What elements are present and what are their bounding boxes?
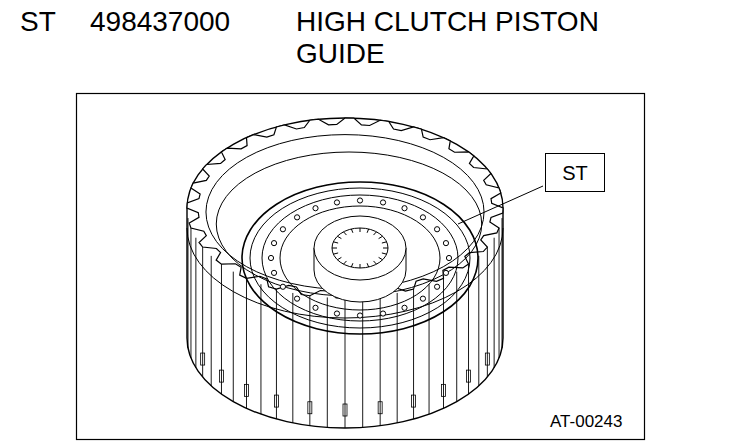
oil-hole	[434, 284, 439, 289]
piston-ring	[250, 188, 470, 328]
oil-hole	[294, 215, 299, 220]
hub-spline	[351, 229, 353, 233]
spline-slot	[485, 353, 489, 365]
spline-slot	[343, 404, 347, 416]
figure-frame	[77, 94, 645, 440]
oil-hole	[271, 241, 276, 246]
hub-spline	[337, 236, 341, 238]
callout-box: ST	[545, 153, 605, 192]
oil-hole	[434, 227, 439, 232]
oil-hole	[380, 200, 385, 205]
oil-hole	[271, 270, 276, 275]
hub-spline	[360, 228, 361, 232]
hub-spline	[333, 242, 338, 243]
oil-hole	[313, 206, 318, 211]
hub-spline	[344, 232, 347, 235]
header-text: HIGH CLUTCH PISTON GUIDE	[296, 6, 641, 70]
oil-hole	[357, 198, 362, 203]
spline-slot	[412, 395, 416, 407]
oil-hole	[420, 296, 425, 301]
spline-slot	[467, 370, 471, 382]
hub-bore	[332, 228, 388, 268]
drum-body	[187, 118, 503, 428]
hub-spline	[360, 264, 361, 268]
oil-hole	[402, 305, 407, 310]
hub-spline	[367, 229, 369, 233]
spline-slot	[244, 384, 248, 396]
callout-label: ST	[562, 163, 588, 183]
oil-hole	[294, 296, 299, 301]
spline-slot	[201, 353, 205, 365]
hub-spline	[382, 253, 387, 254]
spline-slot	[274, 395, 278, 407]
oil-hole	[402, 206, 407, 211]
hub-spline	[351, 263, 353, 267]
hub-top	[314, 216, 406, 280]
hub-spline	[332, 248, 337, 249]
spline-slot	[378, 402, 382, 414]
oil-hole	[357, 313, 362, 318]
hub-spline	[382, 242, 387, 243]
oil-hole	[280, 227, 285, 232]
piston-ring	[242, 182, 478, 334]
oil-hole	[334, 200, 339, 205]
leader-line	[458, 186, 543, 224]
hub-spline	[379, 257, 383, 259]
hub-spline	[367, 263, 369, 267]
hub-spline	[337, 257, 341, 259]
oil-hole	[280, 284, 285, 289]
header-text: ST	[20, 6, 90, 38]
oil-hole	[446, 255, 451, 260]
header-text: 498437000	[90, 6, 290, 38]
oil-hole	[420, 215, 425, 220]
spline-slot	[219, 370, 223, 382]
hub-spline	[374, 232, 377, 235]
hub-spline	[379, 236, 383, 238]
hub-spline	[333, 253, 338, 254]
spline-slot	[442, 384, 446, 396]
oil-hole	[380, 311, 385, 316]
spline-slot	[308, 402, 312, 414]
hub-spline	[374, 261, 377, 264]
oil-hole	[334, 311, 339, 316]
hub-spline	[344, 261, 347, 264]
oil-hole	[443, 270, 448, 275]
figure-code: AT-00243	[550, 412, 640, 432]
drum-drawing	[187, 118, 503, 428]
piston-ring	[262, 195, 458, 321]
piston-ring	[280, 206, 440, 310]
oil-hole	[268, 255, 273, 260]
oil-hole	[443, 241, 448, 246]
oil-hole	[313, 305, 318, 310]
hub-spline	[383, 248, 388, 249]
